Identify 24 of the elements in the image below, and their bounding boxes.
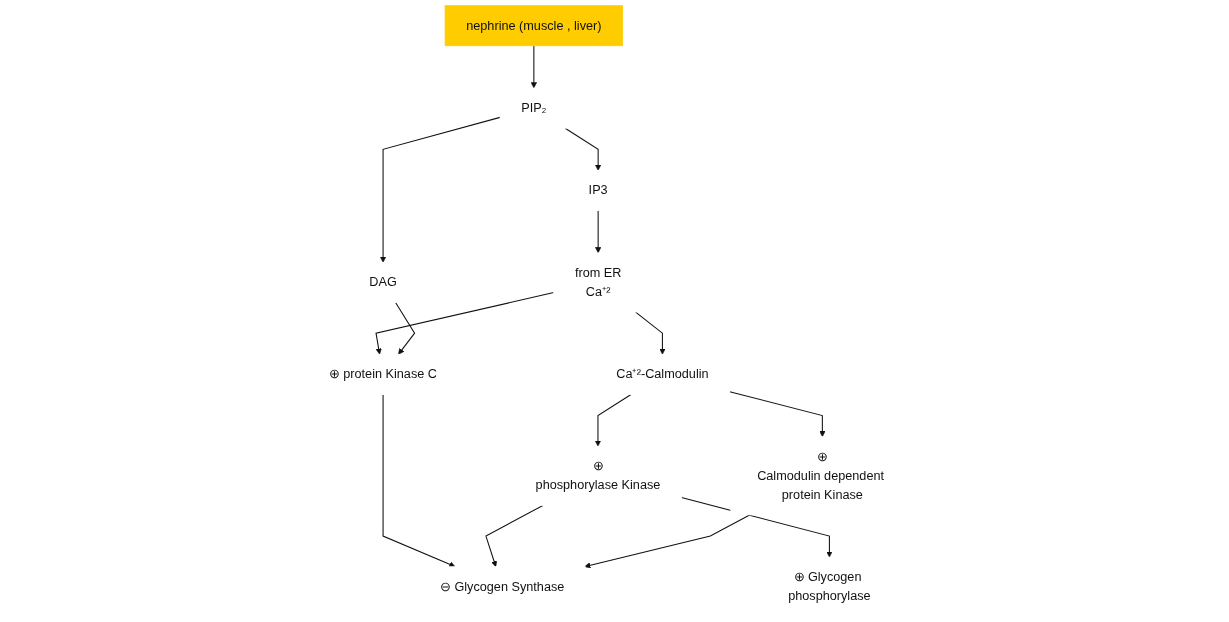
node-box: nephrine (muscle , liver): [444, 5, 623, 47]
arrow: [635, 311, 666, 355]
arrow: [594, 393, 632, 447]
node-text: ⊕ protein Kinase C: [329, 367, 437, 382]
arrow: [379, 116, 501, 263]
node-text: ⊕ phosphorylase Kinase: [535, 458, 661, 493]
node-text: ⊖ Glycogen Synthase: [440, 579, 565, 594]
arrow: [584, 514, 751, 569]
arrow: [680, 497, 833, 558]
arrow: [595, 210, 602, 254]
arrow: [395, 302, 416, 355]
arrow: [382, 393, 456, 568]
node-text: PIP₂: [521, 100, 547, 115]
arrow: [564, 127, 602, 171]
node-text: ⊕ Calmodulin dependent protein Kinase: [757, 449, 885, 502]
node-text: from ER Ca⁺²: [574, 265, 622, 299]
arrow: [485, 504, 544, 567]
arrow: [729, 391, 826, 437]
arrow: [530, 45, 537, 89]
node-text: Ca⁺²-Calmodulin: [616, 367, 709, 382]
node-text: IP3: [588, 183, 608, 198]
arrow: [375, 292, 555, 355]
node-text: ⊕ Glycogen phosphorylase: [788, 569, 871, 603]
node-text: DAG: [369, 275, 397, 290]
